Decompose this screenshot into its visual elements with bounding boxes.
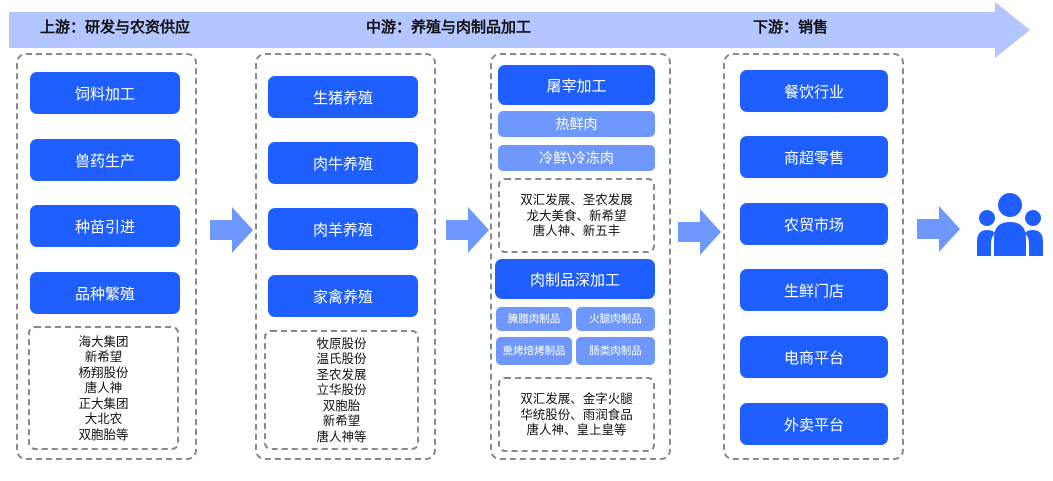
fresh-meat-label: 热鲜肉 — [498, 111, 655, 137]
upstream-item: 种苗引进 — [30, 205, 180, 247]
upstream-item: 兽药生产 — [30, 139, 180, 181]
sales-channel: 外卖平台 — [740, 403, 888, 445]
company-name: 立华股份 — [316, 382, 367, 398]
breeding-item: 家禽养殖 — [268, 275, 418, 317]
company-name: 牧原股份 — [316, 335, 367, 351]
processing-column — [490, 53, 671, 460]
company-line: 龙大美食、新希望 — [526, 207, 627, 223]
right-arrow-icon — [446, 207, 489, 253]
right-arrow-icon — [917, 206, 960, 252]
right-arrow-icon — [210, 207, 253, 253]
upstream-column — [16, 53, 197, 460]
sales-channel: 电商平台 — [740, 336, 888, 378]
company-name: 双胞胎等 — [78, 426, 129, 442]
company-name: 新希望 — [322, 413, 361, 429]
chilled-meat-label: 冷鲜\冷冻肉 — [498, 145, 655, 171]
slaughter-company-list: 双汇发展、圣农发展 龙大美食、新希望 唐人神、新五丰 — [498, 178, 655, 253]
product-category: 肠类肉制品 — [576, 337, 655, 365]
users-icon — [977, 193, 1043, 256]
upstream-item: 饲料加工 — [30, 72, 180, 114]
company-name: 大北农 — [84, 411, 123, 427]
product-category: 熏烤焙烤制品 — [496, 337, 572, 365]
sales-channel: 餐饮行业 — [740, 70, 888, 112]
upstream-item: 品种繁殖 — [30, 272, 180, 314]
company-name: 温氏股份 — [316, 351, 367, 367]
breeding-company-list: 牧原股份 温氏股份 圣农发展 立华股份 双胞胎 新希望 唐人神等 — [264, 330, 419, 450]
sales-channel: 商超零售 — [740, 136, 888, 178]
company-name: 正大集团 — [78, 395, 129, 411]
slaughter-button: 屠宰加工 — [498, 65, 655, 105]
breeding-column — [255, 53, 436, 460]
company-name: 唐人神等 — [316, 428, 367, 444]
stage-label-upstream: 上游：研发与农资供应 — [40, 18, 191, 36]
company-line: 华统股份、雨润食品 — [520, 406, 633, 422]
breeding-item: 肉牛养殖 — [268, 142, 418, 184]
deep-processing-button: 肉制品深加工 — [495, 259, 655, 299]
deep-processing-company-list: 双汇发展、金字火腿 华统股份、雨润食品 唐人神、皇上皇等 — [498, 377, 655, 452]
company-line: 唐人神、新五丰 — [532, 223, 621, 239]
company-name: 杨翔股份 — [78, 364, 129, 380]
sales-channel: 农贸市场 — [740, 203, 888, 245]
company-line: 双汇发展、圣农发展 — [520, 192, 633, 208]
stage-label-downstream: 下游：销售 — [753, 18, 829, 36]
stage-banner-arrow — [9, 2, 1030, 58]
company-name: 唐人神 — [84, 380, 123, 396]
right-arrow-icon — [678, 209, 721, 255]
breeding-item: 肉羊养殖 — [268, 208, 418, 250]
breeding-item: 生猪养殖 — [268, 76, 418, 118]
upstream-company-list: 海大集团 新希望 杨翔股份 唐人神 正大集团 大北农 双胞胎等 — [28, 326, 179, 450]
company-line: 双汇发展、金字火腿 — [520, 391, 633, 407]
company-name: 双胞胎 — [322, 397, 361, 413]
product-category: 腌腊肉制品 — [496, 307, 572, 331]
downstream-column — [723, 53, 904, 460]
company-line: 唐人神、皇上皇等 — [526, 422, 627, 438]
product-category: 火腿肉制品 — [576, 307, 655, 331]
company-name: 圣农发展 — [316, 366, 367, 382]
company-name: 海大集团 — [78, 333, 129, 349]
stage-label-midstream: 中游：养殖与肉制品加工 — [366, 18, 532, 36]
sales-channel: 生鲜门店 — [740, 269, 888, 311]
company-name: 新希望 — [84, 349, 123, 365]
